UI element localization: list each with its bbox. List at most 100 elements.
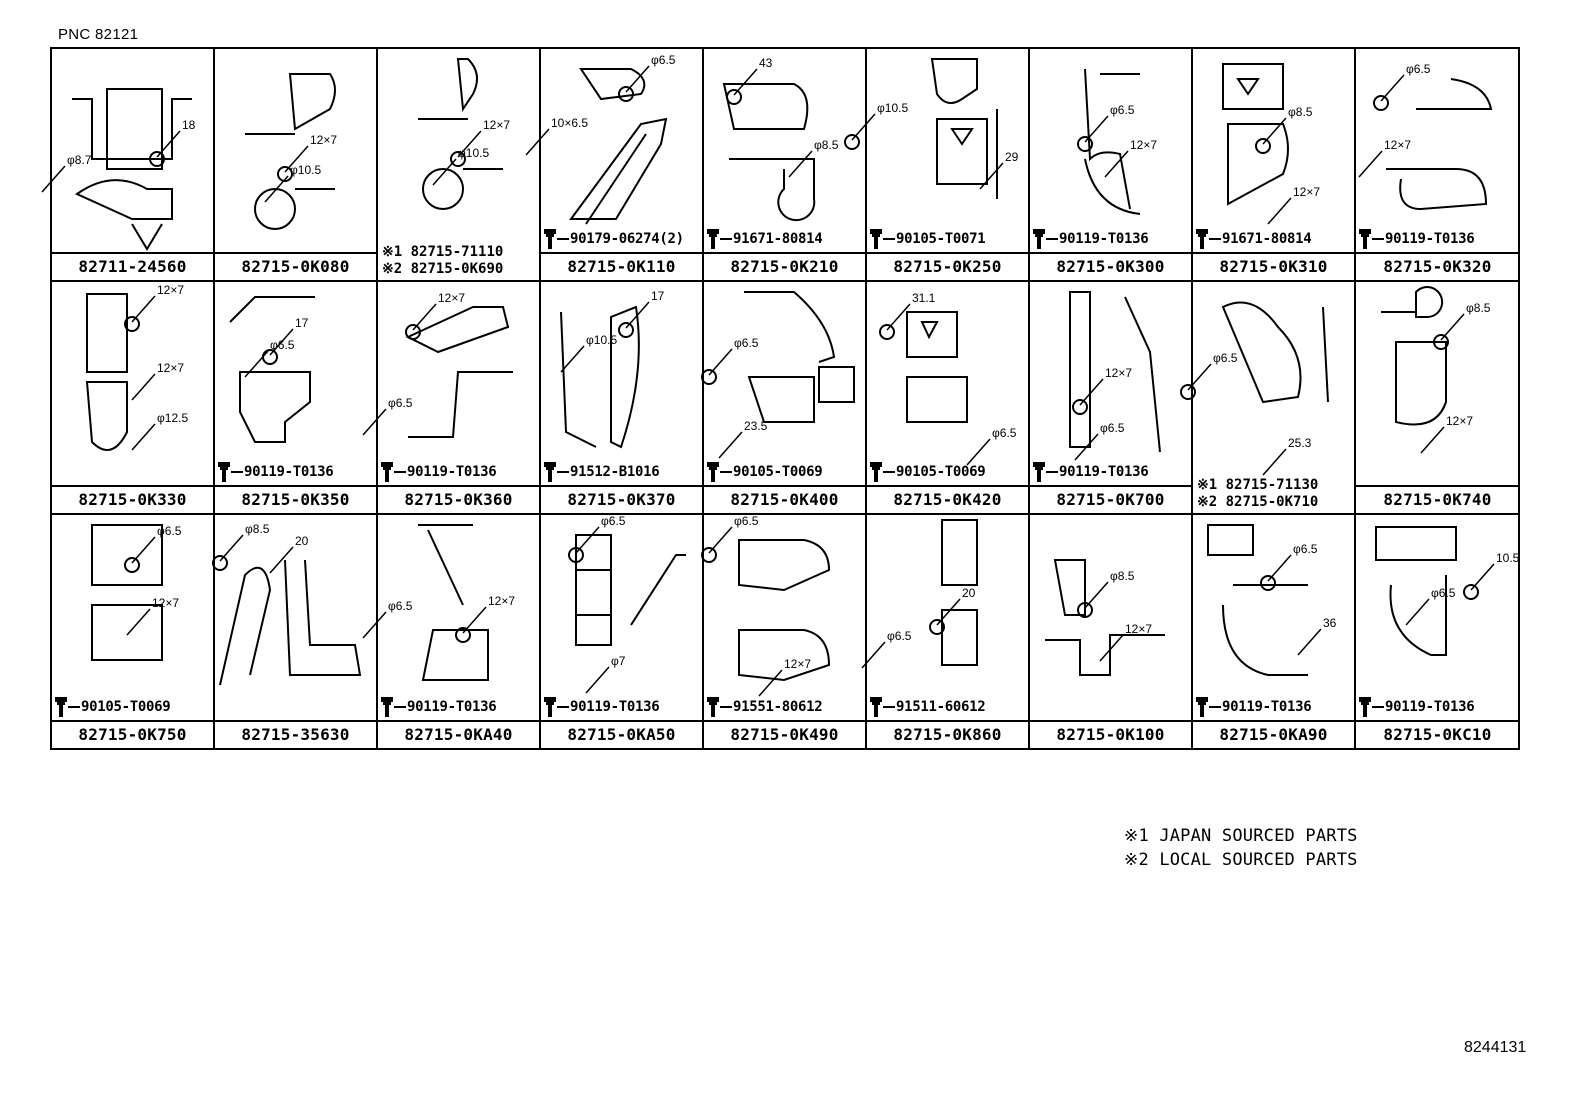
bolt-part-number: 90105-T0069 <box>733 464 823 480</box>
part-number[interactable]: 82715-0K750 <box>52 720 213 748</box>
part-number[interactable]: 82715-35630 <box>215 720 376 748</box>
bolt-leader <box>883 238 895 240</box>
bracket-drawing: 31.1φ6.5 <box>879 291 1017 466</box>
bolt-icon <box>1196 697 1208 717</box>
leader-line <box>156 130 181 158</box>
leader-line <box>979 162 1004 190</box>
mounting-hole <box>1260 575 1276 591</box>
part-number[interactable]: 82715-0KA90 <box>1193 720 1354 748</box>
dimension-label: 12×7 <box>438 291 465 305</box>
part-number[interactable]: 82715-0K420 <box>867 485 1028 513</box>
bolt-callout: 90119-T0136 <box>380 696 539 718</box>
mounting-hole <box>1373 95 1389 111</box>
leader-line <box>284 145 309 173</box>
mounting-hole <box>277 166 293 182</box>
part-number[interactable]: 82715-0K080 <box>215 252 376 280</box>
part-number[interactable]: 82715-0K400 <box>704 485 865 513</box>
bracket-drawing: φ6.525.3 <box>1180 301 1329 476</box>
part-number[interactable]: 82715-0K360 <box>378 485 539 513</box>
part-number[interactable]: 82715-0K700 <box>1030 485 1191 513</box>
mounting-hole <box>844 134 860 150</box>
bolt-icon <box>707 697 719 717</box>
bracket-drawing: 12×7φ6.5 <box>1069 291 1161 461</box>
bracket-drawing: φ10.529 <box>844 58 1019 199</box>
bolt-icon <box>544 697 556 717</box>
bolt-icon <box>381 697 393 717</box>
mounting-hole <box>929 619 945 635</box>
part-number[interactable]: 82715-0K490 <box>704 720 865 748</box>
leader-line <box>1262 117 1287 145</box>
bracket-drawing: φ8.520 <box>212 522 362 686</box>
part-number[interactable]: 82715-0KA50 <box>541 720 702 748</box>
bracket-outline <box>91 524 163 661</box>
bolt-callout: 90119-T0136 <box>1358 696 1519 718</box>
bolt-callout: 90105-T0069 <box>706 461 865 483</box>
bolt-part-number: 90119-T0136 <box>1059 231 1149 247</box>
bolt-callout: 90105-T0071 <box>869 228 1028 250</box>
leader-line <box>1440 313 1465 341</box>
bolt-icon <box>1359 697 1371 717</box>
leader-line <box>861 641 886 669</box>
leader-line <box>708 526 733 554</box>
part-number[interactable]: 82715-0K100 <box>1030 720 1191 748</box>
leader-line <box>269 546 294 574</box>
leader-line <box>1099 634 1124 662</box>
dimension-label: 20 <box>962 586 976 600</box>
mounting-hole <box>618 322 634 338</box>
mounting-hole <box>1077 602 1093 618</box>
part-number[interactable]: 82715-0K860 <box>867 720 1028 748</box>
diagram-id: 8244131 <box>1464 1039 1527 1056</box>
bracket-outline <box>906 311 968 423</box>
part-number[interactable]: 82715-0K740 <box>1356 485 1519 513</box>
leader-line <box>362 408 387 436</box>
part-number[interactable]: 82711-24560 <box>52 252 213 280</box>
part-number[interactable]: 82715-0KC10 <box>1356 720 1519 748</box>
bolt-callout: 91671-80814 <box>706 228 865 250</box>
bolt-callout: 90105-T0069 <box>54 696 213 718</box>
dimension-label: φ6.5 <box>1406 62 1431 76</box>
part-number[interactable]: 82715-0K110 <box>541 252 702 280</box>
bolt-leader <box>394 471 406 473</box>
bolt-part-number: 90179-06274(2) <box>570 231 684 247</box>
part-number[interactable]: 82715-0K330 <box>52 485 213 513</box>
bolt-callout: 90119-T0136 <box>543 696 702 718</box>
dimension-label: 12×7 <box>483 118 510 132</box>
dimension-label: φ6.5 <box>1213 351 1238 365</box>
part-number[interactable]: 82715-0K250 <box>867 252 1028 280</box>
japan-sourced-part: ※1 82715-71110 <box>382 244 504 260</box>
leader-line <box>575 526 600 554</box>
part-number[interactable]: 82715-0K210 <box>704 252 865 280</box>
mounting-hole <box>1180 384 1196 400</box>
part-number[interactable]: 82715-0K350 <box>215 485 376 513</box>
bolt-leader <box>557 706 569 708</box>
dimension-label: φ8.5 <box>1110 569 1135 583</box>
leader-line <box>1079 378 1104 406</box>
bolt-icon <box>870 697 882 717</box>
bolt-part-number: 91551-80612 <box>733 699 823 715</box>
part-number[interactable]: 82715-0K300 <box>1030 252 1191 280</box>
bolt-icon <box>1196 229 1208 249</box>
bracket-drawing: φ6.512×7 <box>701 514 831 697</box>
dimension-label: 12×7 <box>1125 622 1152 636</box>
part-number[interactable]: 82715-0K310 <box>1193 252 1354 280</box>
part-number[interactable]: 82715-0KA40 <box>378 720 539 748</box>
part-number[interactable]: 82715-0K320 <box>1356 252 1519 280</box>
dimension-label: φ6.5 <box>157 524 182 538</box>
dimension-label: φ8.7 <box>67 153 92 167</box>
bracket-outline <box>418 524 489 681</box>
part-number[interactable]: 82715-0K370 <box>541 485 702 513</box>
bolt-icon <box>1359 229 1371 249</box>
mounting-hole <box>1072 399 1088 415</box>
